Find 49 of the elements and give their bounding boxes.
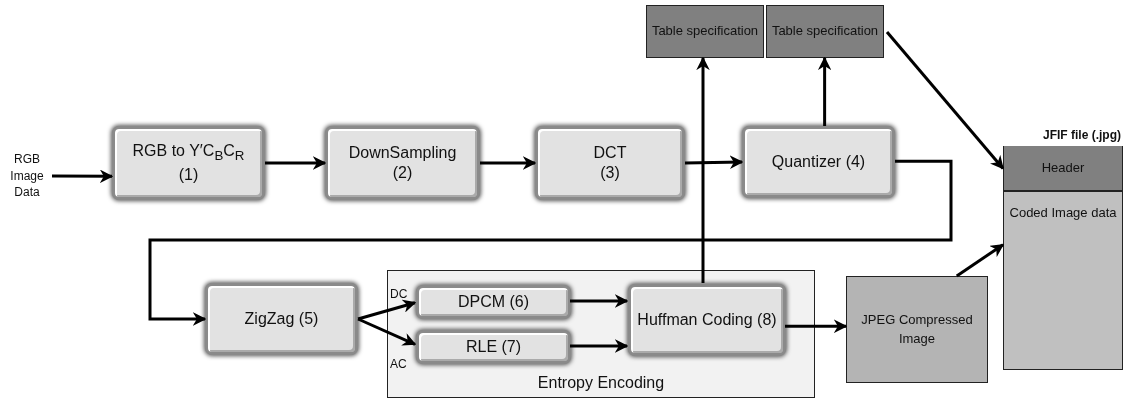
arrow — [696, 56, 710, 283]
data-section — [1003, 191, 1123, 370]
arrow — [480, 156, 537, 170]
process-box — [205, 283, 358, 355]
node-text: (2) — [392, 163, 413, 183]
arrow — [357, 317, 417, 346]
port-label: AC — [390, 357, 407, 371]
arrow — [684, 155, 744, 169]
node-text: Table specification — [651, 23, 759, 40]
node-text: ZigZag (5) — [244, 309, 319, 329]
arrow — [817, 56, 832, 126]
process-box — [325, 126, 480, 200]
arrow — [265, 156, 327, 170]
node-text: (3) — [600, 163, 620, 183]
arrow — [357, 299, 417, 321]
node-text: Coded Image data — [1009, 204, 1117, 222]
arrow — [52, 169, 114, 183]
node-text: RGB to Y′C$_{B}$C$_{R}$ — [132, 141, 245, 165]
node-text: DCT — [593, 143, 627, 163]
process-box — [742, 126, 895, 198]
arrow — [885, 31, 1005, 170]
node-text: Entropy Encoding — [537, 373, 665, 393]
process-box — [535, 126, 685, 200]
node-text: DPCM (6) — [457, 292, 530, 312]
arrow — [148, 159, 953, 326]
header-section — [1003, 146, 1123, 191]
output-box — [846, 276, 988, 383]
arrow — [570, 339, 629, 353]
process-box — [416, 285, 571, 319]
node-text: (1) — [178, 164, 199, 185]
node-text: RLE (7) — [465, 337, 522, 357]
process-box — [416, 330, 571, 364]
node-text: JPEG Compressed Image — [860, 310, 974, 348]
arrow — [785, 319, 848, 333]
process-box — [112, 126, 265, 200]
node-text: Table specification — [771, 23, 879, 40]
arrow — [570, 294, 629, 308]
node-text: Huffman Coding (8) — [637, 310, 777, 330]
container-heading: JFIF file (.jpg) — [1043, 128, 1121, 143]
table-box — [646, 5, 764, 58]
port-label: DC — [390, 287, 408, 301]
node-text: RGB Image Data — [9, 150, 45, 202]
table-box — [766, 5, 884, 58]
group-box — [387, 270, 815, 398]
node-text: Quantizer (4) — [771, 152, 866, 172]
node-text: Header — [1041, 159, 1085, 177]
process-box — [628, 284, 786, 356]
node-text: DownSampling — [348, 143, 457, 163]
arrow — [955, 243, 1005, 278]
